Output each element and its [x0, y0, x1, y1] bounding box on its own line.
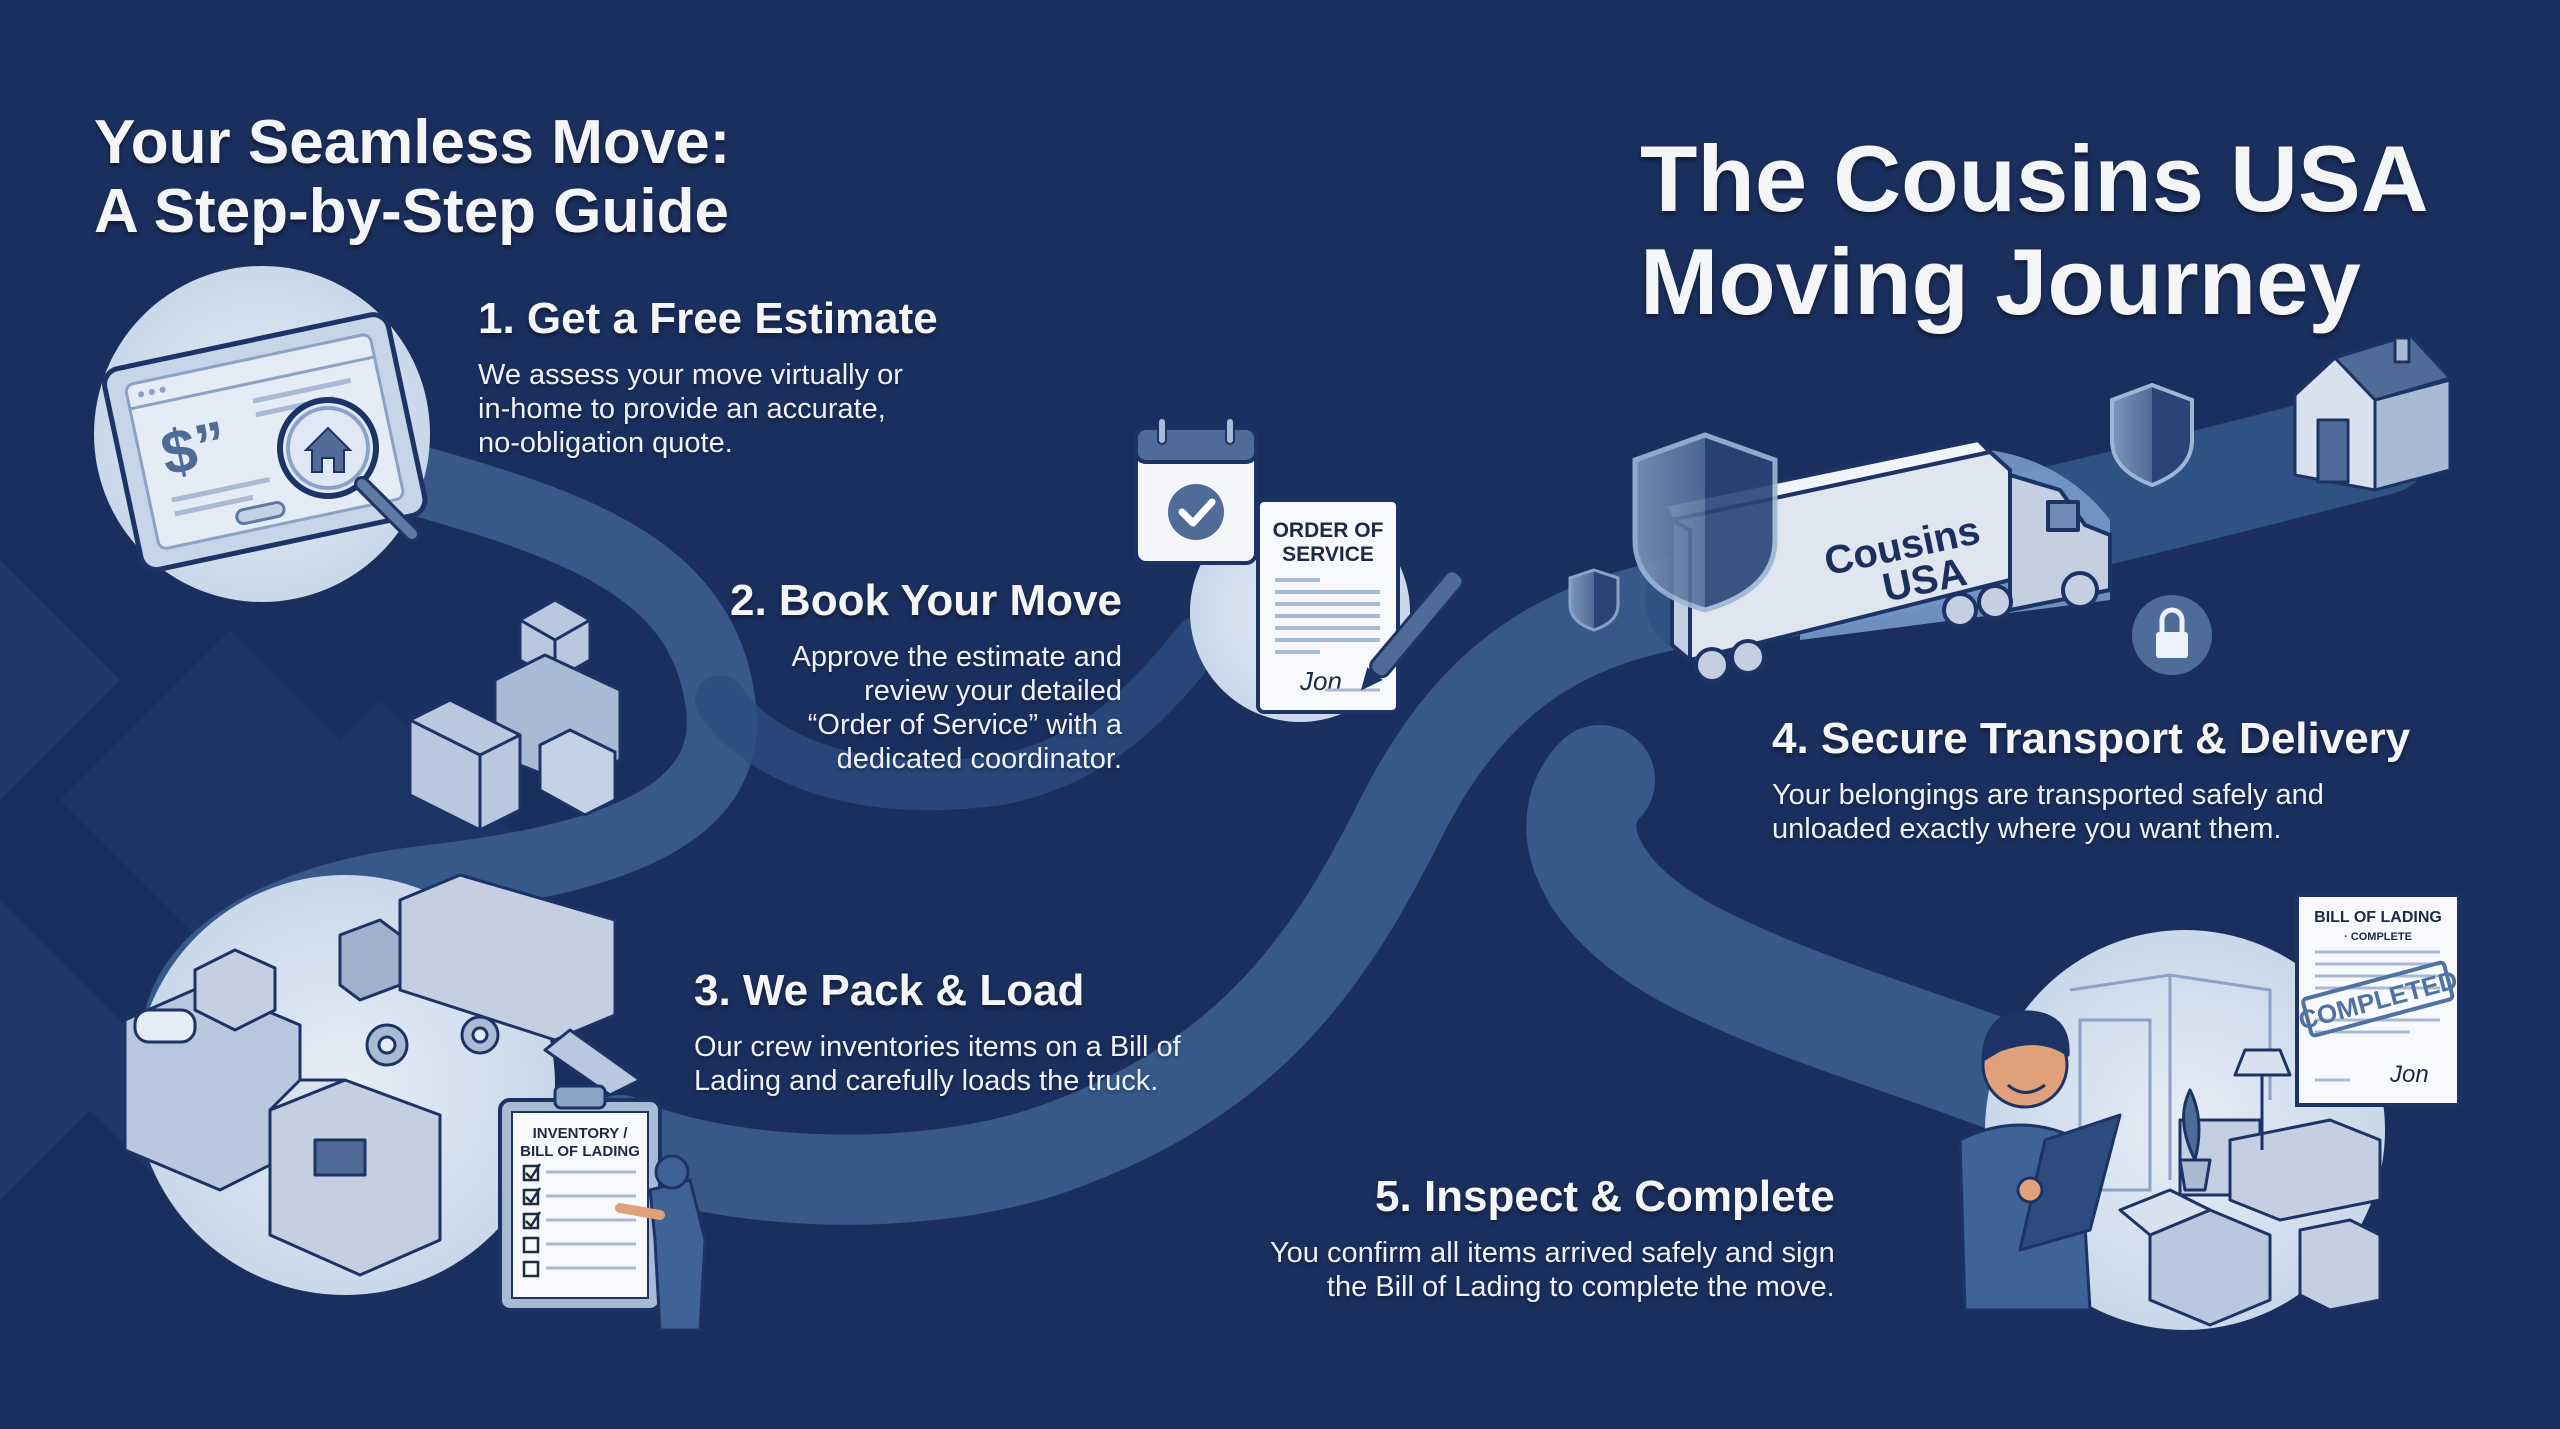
step-title: 2. Book Your Move: [730, 576, 1123, 625]
box-stack-icon: [408, 598, 622, 832]
guide-title-line-2: A Step-by-Step Guide: [94, 176, 729, 246]
house-icon: [2293, 333, 2452, 492]
inventory-line-2: BILL OF LADING: [520, 1143, 640, 1160]
semi-truck-shield-icon: Cousins USA: [1568, 333, 2452, 683]
guide-title: Your Seamless Move: A Step-by-Step Guide: [94, 108, 730, 247]
step-description-line: Your belongings are transported safely a…: [1772, 779, 2324, 811]
mover-figure: [615, 1154, 707, 1332]
step-description: Our crew inventories items on a Bill of …: [694, 1030, 1181, 1098]
step-1-get-free-estimate: 1. Get a Free Estimate We assess your mo…: [478, 294, 938, 460]
step-2-book-your-move: 2. Book Your Move Approve the estimate a…: [730, 576, 1122, 776]
step-description-line: no-obligation quote.: [478, 427, 733, 459]
step-description-line: the Bill of Lading to complete the move.: [1326, 1271, 1835, 1303]
step-4-secure-transport-and-delivery: 4. Secure Transport & Delivery Your belo…: [1772, 714, 2410, 846]
step-description-line: review your detailed: [864, 675, 1123, 707]
step-description-line: unloaded exactly where you want them.: [1772, 813, 2282, 845]
step-description: Your belongings are transported safely a…: [1772, 778, 2410, 846]
step-description: We assess your move virtually or in-home…: [478, 358, 938, 460]
journey-title-line-1: The Cousins USA: [1640, 125, 2429, 231]
order-doc-line-2: SERVICE: [1282, 543, 1374, 566]
order-doc-line-1: ORDER OF: [1273, 519, 1384, 542]
step-description-line: Lading and carefully loads the truck.: [694, 1065, 1159, 1097]
bol-signature: Jon: [2389, 1061, 2429, 1088]
journey-title: The Cousins USA Moving Journey: [1640, 127, 2429, 334]
inventory-line-1: INVENTORY /: [533, 1125, 629, 1142]
step-description-line: “Order of Service” with a: [807, 709, 1123, 741]
step-description-line: Approve the estimate and: [791, 641, 1123, 673]
packing-truck-clipboard-icon: INVENTORY / BILL OF LADING: [123, 873, 707, 1332]
step-title: 5. Inspect & Complete: [1375, 1172, 1835, 1221]
step-description-line: in-home to provide an accurate,: [478, 393, 886, 425]
step-5-inspect-and-complete: 5. Inspect & Complete You confirm all it…: [1270, 1172, 1835, 1304]
step-title: 3. We Pack & Load: [694, 966, 1085, 1015]
step-description-line: dedicated coordinator.: [836, 743, 1123, 775]
bol-title: BILL OF LADING: [2314, 909, 2442, 926]
calendar-order-of-service-icon: ORDER OF SERVICE Jon: [1134, 417, 1465, 722]
customer-clipboard-room-icon: BILL OF LADING · COMPLETE COMPLETED Jon: [1958, 893, 2461, 1330]
customer-figure: [1958, 1010, 2122, 1312]
step-description: You confirm all items arrived safely and…: [1270, 1236, 1835, 1304]
step-description: Approve the estimate and review your det…: [730, 640, 1122, 776]
estimate-tablet-magnifier-icon: $”: [94, 266, 430, 602]
journey-title-line-2: Moving Journey: [1640, 229, 2361, 335]
step-description-line: We assess your move virtually or: [478, 359, 903, 391]
guide-title-line-1: Your Seamless Move:: [94, 107, 731, 177]
step-title: 1. Get a Free Estimate: [478, 294, 938, 343]
bol-subtitle: · COMPLETE: [2344, 931, 2412, 943]
step-description-line: You confirm all items arrived safely and…: [1270, 1237, 1835, 1269]
step-3-we-pack-and-load: 3. We Pack & Load Our crew inventories i…: [694, 966, 1181, 1098]
step-description-line: Our crew inventories items on a Bill of: [694, 1031, 1181, 1063]
price-glyph: $”: [155, 408, 233, 489]
step-title: 4. Secure Transport & Delivery: [1772, 714, 2411, 763]
